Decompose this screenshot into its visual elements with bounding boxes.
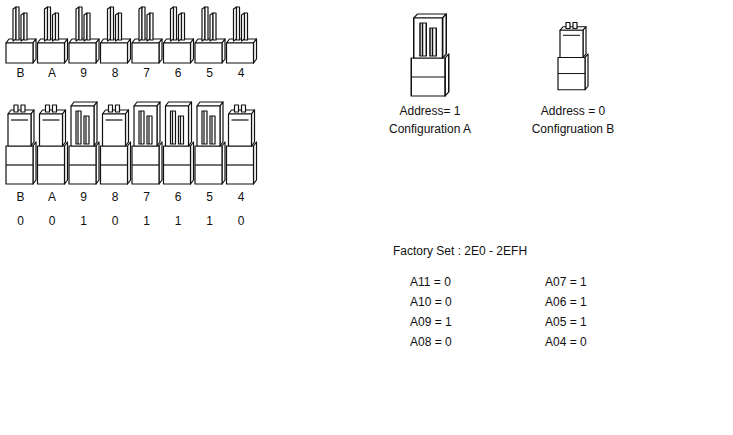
address-table-cell: A10 = 0 <box>410 295 452 309</box>
jumper-label: 1 <box>175 214 182 228</box>
jumper-label: 0 <box>17 214 24 228</box>
jumper-label: Address= 1 <box>399 104 460 118</box>
address-table-cell: A05 = 1 <box>545 315 587 329</box>
jumper-label: 9 <box>80 190 87 204</box>
jumper-label: 9 <box>80 66 87 80</box>
factory-setting-note: Factory Set : 2E0 - 2EFH <box>393 244 527 258</box>
address-table-cell: A11 = 0 <box>410 275 451 289</box>
jumper-label: 4 <box>238 190 245 204</box>
jumper-label: Address = 0 <box>541 104 605 118</box>
jumper-label: 1 <box>80 214 87 228</box>
jumper-label: 1 <box>143 214 150 228</box>
jumper-label: Configruation B <box>532 122 615 136</box>
jumper-config-b <box>558 23 588 90</box>
jumper-label: Configuration A <box>389 122 471 136</box>
jumper-label: 8 <box>112 66 119 80</box>
address-table-cell: A07 = 1 <box>545 275 587 289</box>
jumper-label: B <box>16 190 24 204</box>
jumper-label: B <box>16 66 24 80</box>
jumper-label: A <box>48 190 56 204</box>
jumper-config-a <box>411 14 449 96</box>
address-table-cell: A04 = 0 <box>545 335 587 349</box>
jumper-label: 0 <box>238 214 245 228</box>
address-table-cell: A09 = 1 <box>410 315 452 329</box>
jumper-label: 7 <box>143 190 150 204</box>
jumper-label: 1 <box>206 214 213 228</box>
header-row-jumpered <box>6 102 257 184</box>
jumper-label: 7 <box>143 66 150 80</box>
jumper-label: 8 <box>112 190 119 204</box>
address-table-cell: A08 = 0 <box>410 335 452 349</box>
jumper-label: 6 <box>175 66 182 80</box>
jumper-label: A <box>48 66 56 80</box>
jumper-label: 5 <box>206 190 213 204</box>
jumper-label: 4 <box>238 66 245 80</box>
jumper-label: 5 <box>206 66 213 80</box>
address-table-cell: A06 = 1 <box>545 295 587 309</box>
header-row-top <box>6 7 257 63</box>
jumper-label: 0 <box>49 214 56 228</box>
jumper-label: 6 <box>175 190 182 204</box>
jumper-label: 0 <box>112 214 119 228</box>
